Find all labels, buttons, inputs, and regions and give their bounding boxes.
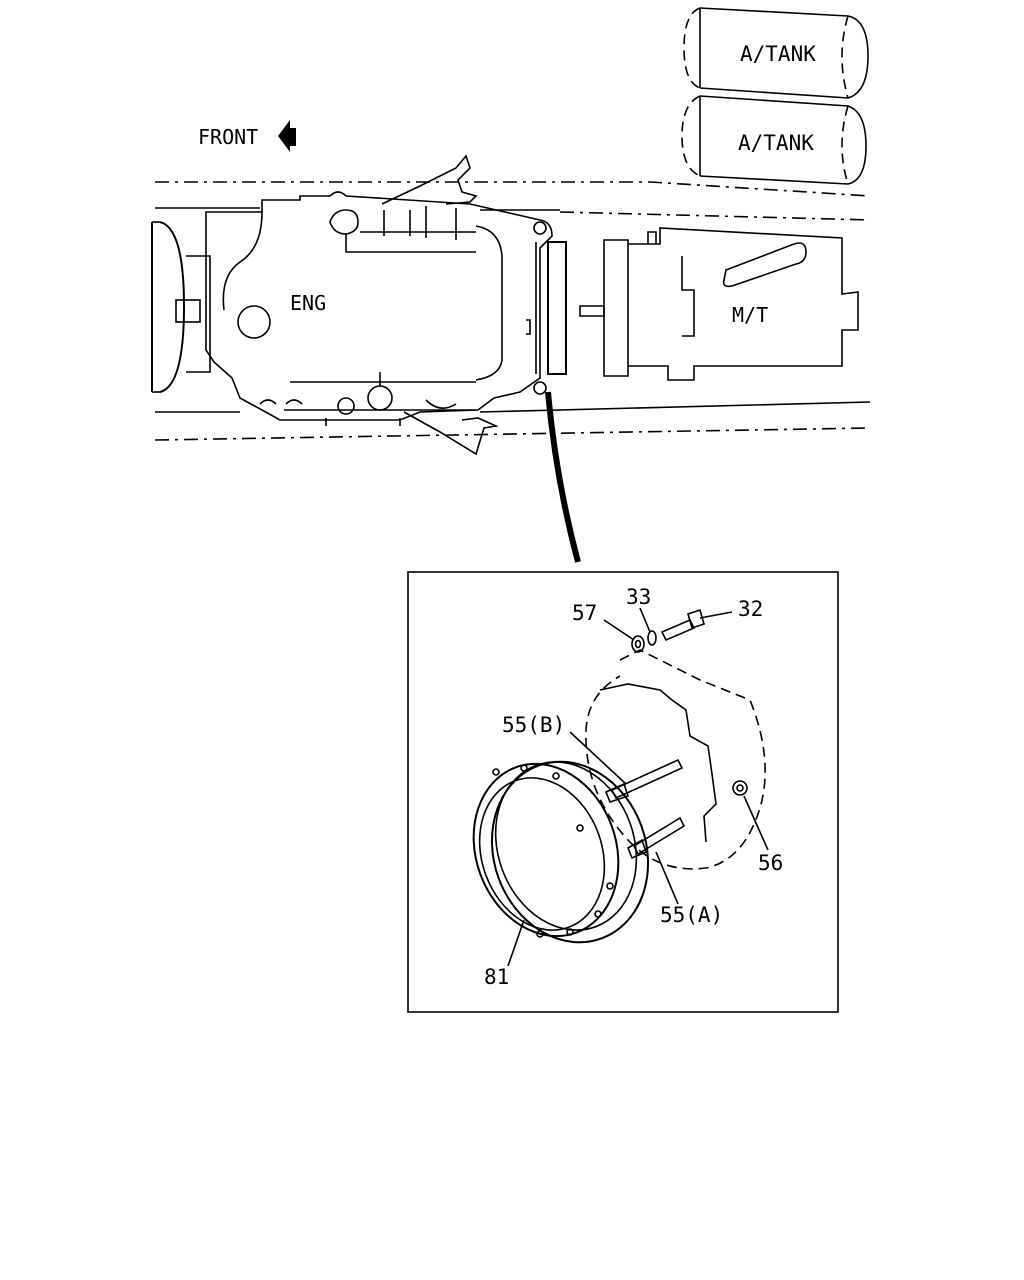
washer-33: [647, 630, 657, 646]
exhaust-pipe-lower: [403, 411, 499, 456]
air-tank-lower: A/TANK: [681, 95, 867, 185]
detail-frame: [407, 571, 839, 1013]
callout-leaders: [507, 607, 769, 967]
callout-81: 81: [484, 965, 509, 989]
nut-56: [732, 780, 748, 796]
callout-55a: 55(A): [660, 903, 723, 927]
callout-56: 56: [758, 851, 783, 875]
callout-55b: 55(B): [502, 713, 565, 737]
transmission-label: M/T: [732, 303, 768, 327]
detail-transmission-flange: [585, 649, 766, 870]
bolt-32: [660, 608, 705, 642]
detail-leader-line: [545, 391, 581, 563]
air-tank-label-lower: A/TANK: [738, 131, 814, 155]
callout-32: 32: [738, 597, 763, 621]
callout-33: 33: [626, 585, 651, 609]
front-label: FRONT: [198, 125, 258, 149]
engine-block: ENG: [205, 191, 553, 426]
front-pulley: [151, 221, 211, 393]
engine-label: ENG: [290, 291, 326, 315]
stud-55a: [626, 816, 686, 860]
chassis-frame-rails: [154, 181, 871, 441]
exhaust-pipe-upper: [381, 154, 478, 205]
front-indicator: FRONT: [198, 120, 296, 152]
transmission: M/T: [579, 227, 859, 381]
air-tank-upper: A/TANK: [683, 7, 869, 99]
stud-55b: [604, 758, 684, 803]
nut-57: [631, 635, 645, 653]
callout-57: 57: [572, 601, 597, 625]
flywheel-housing-ring: [472, 760, 650, 944]
flywheel-housing-side: [526, 241, 567, 375]
front-arrow-icon: [278, 120, 296, 152]
air-tank-label-upper: A/TANK: [740, 42, 816, 66]
